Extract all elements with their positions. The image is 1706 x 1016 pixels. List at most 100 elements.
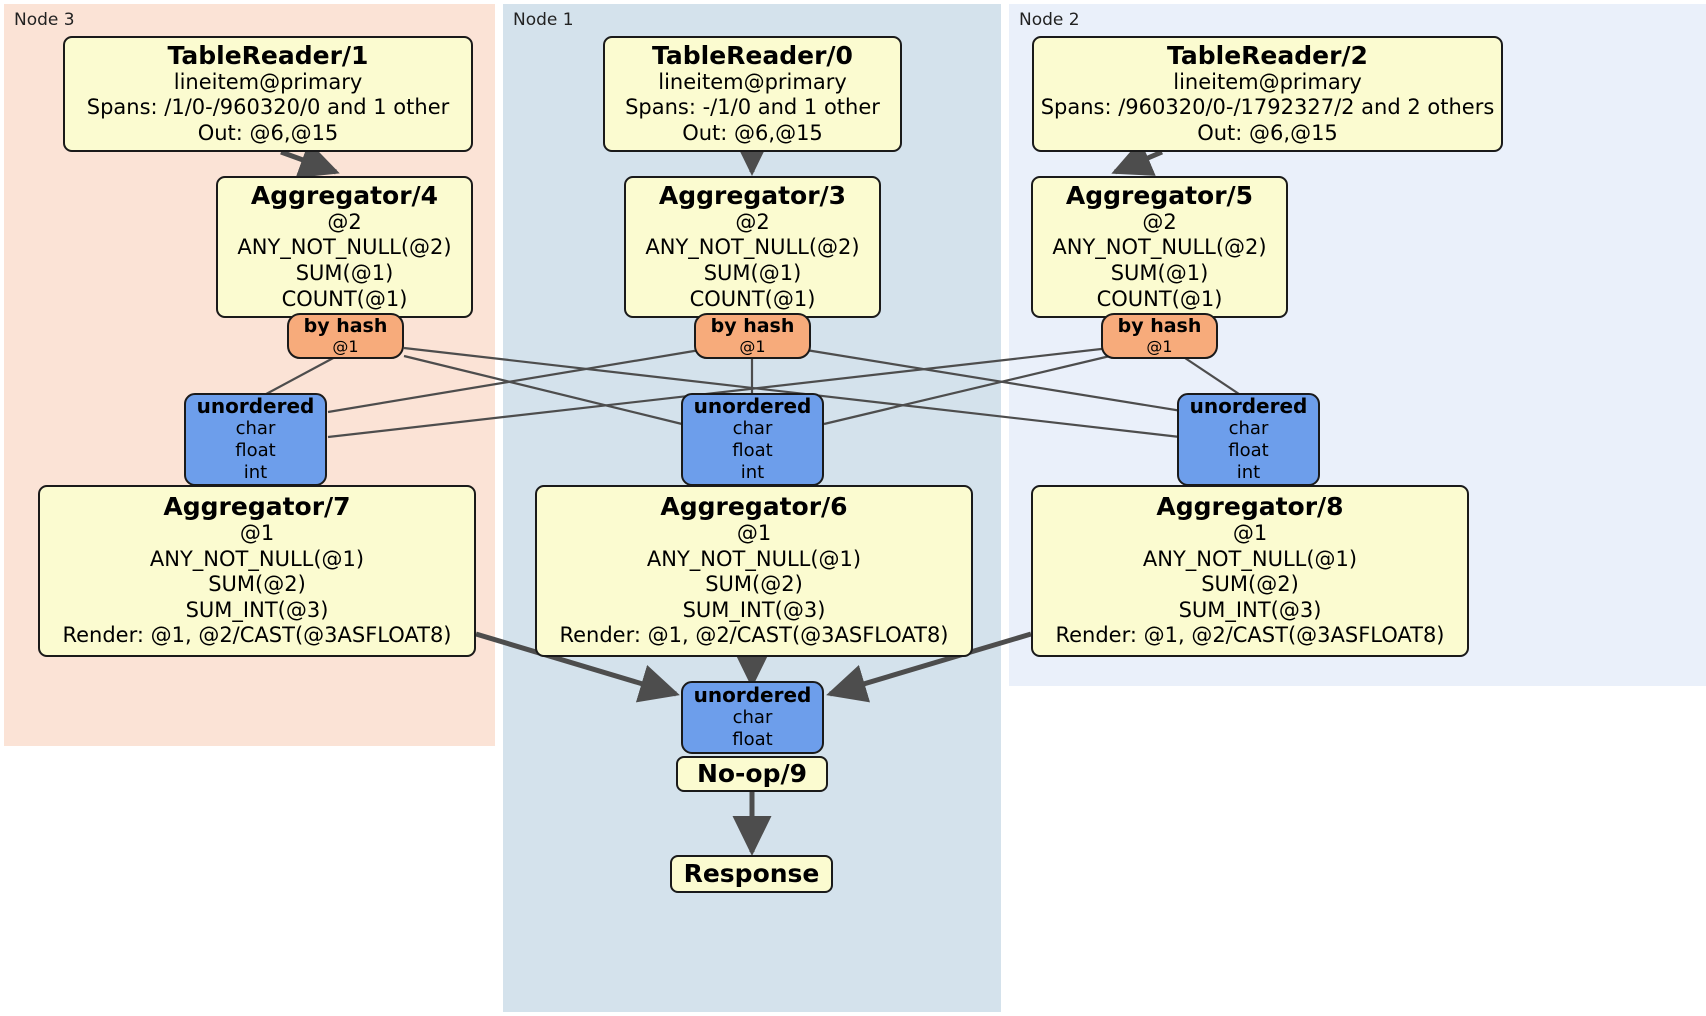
router-by-hash-left[interactable]: by hash @1 <box>287 313 404 359</box>
processor-line: COUNT(@1) <box>1096 286 1223 311</box>
processor-title: Aggregator/5 <box>1065 180 1254 210</box>
processor-line: ANY_NOT_NULL(@1) <box>149 546 365 571</box>
node-panel-label: Node 2 <box>1019 10 1080 30</box>
processor-line: @1 <box>736 520 772 545</box>
synchronizer-line: float <box>732 440 773 462</box>
synchronizer-line: float <box>732 729 773 750</box>
synchronizer-line: float <box>1228 440 1269 462</box>
processor-line: Out: @6,@15 <box>1197 120 1338 145</box>
edge-tr1-agg4 <box>280 141 340 179</box>
synchronizer-line: float <box>235 440 276 462</box>
synchronizer-line: int <box>1236 461 1261 483</box>
synchronizer-line: char <box>1228 418 1269 440</box>
processor-response[interactable]: Response <box>670 855 833 893</box>
processor-line: @2 <box>1142 209 1177 234</box>
router-line: @1 <box>739 336 766 356</box>
processor-aggregator-5[interactable]: Aggregator/5 @2 ANY_NOT_NULL(@2) SUM(@1)… <box>1031 176 1288 318</box>
processor-title: Aggregator/4 <box>250 180 439 210</box>
synchronizer-title: unordered <box>1189 394 1308 419</box>
processor-aggregator-8[interactable]: Aggregator/8 @1 ANY_NOT_NULL(@1) SUM(@2)… <box>1031 485 1469 657</box>
processor-line: SUM(@1) <box>295 261 394 285</box>
node-panel-label: Node 3 <box>14 10 75 30</box>
edge-byhash-right-to-unordered-left <box>327 346 1111 439</box>
processor-line: @1 <box>239 520 275 545</box>
node-panel-label: Node 1 <box>513 10 574 30</box>
processor-line: lineitem@primary <box>658 69 847 94</box>
processor-line: SUM_INT(@3) <box>1178 597 1322 622</box>
processor-line: SUM(@2) <box>705 572 803 597</box>
processor-line: @2 <box>735 209 770 234</box>
edge-agg8-to-unordered-final <box>826 631 1032 703</box>
processor-line: Spans: /960320/0-/1792327/2 and 2 others <box>1040 95 1495 120</box>
processor-line: SUM(@1) <box>1110 261 1209 285</box>
processor-title: TableReader/0 <box>652 40 853 70</box>
processor-line: Out: @6,@15 <box>197 120 339 145</box>
edge-byhash-right-to-unordered-center <box>823 354 1111 426</box>
router-by-hash-center[interactable]: by hash @1 <box>694 313 811 359</box>
router-title: by hash <box>710 314 795 337</box>
processor-line: lineitem@primary <box>1173 69 1362 94</box>
processor-line: SUM(@2) <box>1201 572 1299 597</box>
processor-line: Render: @1, @2/CAST(@3ASFLOAT8) <box>559 623 949 648</box>
synchronizer-unordered-left[interactable]: unordered char float int <box>184 393 327 486</box>
edge-tr2-agg5 <box>1111 139 1163 176</box>
processor-no-op-9[interactable]: No-op/9 <box>676 756 828 792</box>
processor-title: Aggregator/7 <box>163 491 351 521</box>
processor-line: Out: @6,@15 <box>682 120 823 145</box>
processor-line: ANY_NOT_NULL(@2) <box>237 235 452 260</box>
synchronizer-line: int <box>740 461 765 483</box>
processor-aggregator-3[interactable]: Aggregator/3 @2 ANY_NOT_NULL(@2) SUM(@1)… <box>624 176 881 318</box>
processor-title: Aggregator/3 <box>658 180 847 210</box>
synchronizer-unordered-center[interactable]: unordered char float int <box>681 393 824 486</box>
processor-title: Response <box>683 859 820 888</box>
processor-line: ANY_NOT_NULL(@1) <box>1142 546 1358 571</box>
router-title: by hash <box>303 314 388 337</box>
edge-byhash-left-to-unordered-center <box>403 354 683 426</box>
processor-line: Spans: -/1/0 and 1 other <box>625 95 880 120</box>
processor-line: @2 <box>327 209 362 234</box>
processor-title: TableReader/2 <box>1167 40 1368 70</box>
synchronizer-unordered-final[interactable]: unordered char float <box>681 681 824 754</box>
processor-title: TableReader/1 <box>167 40 369 70</box>
synchronizer-title: unordered <box>693 394 812 419</box>
processor-line: ANY_NOT_NULL(@1) <box>646 546 862 571</box>
processor-line: Spans: /1/0-/960320/0 and 1 other <box>86 95 450 120</box>
processor-tablereader-2[interactable]: TableReader/2 lineitem@primary Spans: /9… <box>1032 36 1503 152</box>
processor-aggregator-4[interactable]: Aggregator/4 @2 ANY_NOT_NULL(@2) SUM(@1)… <box>216 176 473 318</box>
processor-tablereader-0[interactable]: TableReader/0 lineitem@primary Spans: -/… <box>603 36 902 152</box>
synchronizer-line: int <box>243 461 268 483</box>
processor-aggregator-6[interactable]: Aggregator/6 @1 ANY_NOT_NULL(@1) SUM(@2)… <box>535 485 973 657</box>
synchronizer-title: unordered <box>693 683 812 708</box>
processor-line: COUNT(@1) <box>281 286 408 311</box>
processor-line: Render: @1, @2/CAST(@3ASFLOAT8) <box>62 623 452 648</box>
router-line: @1 <box>1146 336 1173 356</box>
edge-agg7-to-unordered-final <box>475 631 680 703</box>
edge-byhash-center-to-unordered-right <box>805 348 1189 414</box>
router-title: by hash <box>1117 314 1202 337</box>
processor-line: SUM_INT(@3) <box>185 597 329 622</box>
edge-byhash-left-to-unordered-left <box>254 355 338 401</box>
synchronizer-line: char <box>732 707 773 729</box>
synchronizer-unordered-right[interactable]: unordered char float int <box>1177 393 1320 486</box>
processor-tablereader-1[interactable]: TableReader/1 lineitem@primary Spans: /1… <box>63 36 473 152</box>
synchronizer-line: char <box>235 418 276 440</box>
processor-title: Aggregator/8 <box>1156 491 1344 521</box>
processor-line: COUNT(@1) <box>689 286 816 311</box>
router-by-hash-right[interactable]: by hash @1 <box>1101 313 1218 359</box>
processor-line: SUM(@2) <box>208 572 306 597</box>
processor-line: ANY_NOT_NULL(@2) <box>645 235 860 260</box>
router-line: @1 <box>332 336 359 356</box>
synchronizer-line: char <box>732 418 773 440</box>
processor-title: Aggregator/6 <box>660 491 848 521</box>
processor-line: @1 <box>1232 520 1268 545</box>
processor-line: lineitem@primary <box>173 69 363 94</box>
edge-byhash-center-to-unordered-left <box>327 348 701 414</box>
processor-line: SUM_INT(@3) <box>682 597 826 622</box>
processor-aggregator-7[interactable]: Aggregator/7 @1 ANY_NOT_NULL(@1) SUM(@2)… <box>38 485 476 657</box>
processor-line: Render: @1, @2/CAST(@3ASFLOAT8) <box>1055 623 1445 648</box>
processor-line: SUM(@1) <box>703 261 802 285</box>
processor-title: No-op/9 <box>696 759 808 788</box>
processor-line: ANY_NOT_NULL(@2) <box>1052 235 1267 260</box>
